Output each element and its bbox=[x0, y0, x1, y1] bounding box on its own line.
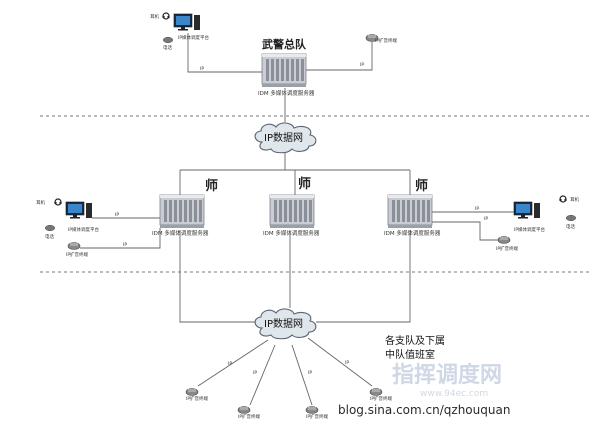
div-left-pc-icon bbox=[65, 201, 93, 219]
hq-telephone-icon bbox=[163, 37, 173, 43]
div-left-desk-label: IP媒体调度平台 bbox=[68, 226, 100, 233]
hq-link-left bbox=[187, 33, 262, 73]
hq-server-label: IDM 多媒体调度服务器 bbox=[258, 89, 315, 97]
div-right-desk-label: IP媒体调度平台 bbox=[514, 226, 546, 233]
division-left-terminals: 耳机 IP媒体调度平台 电话 IP扩音终端 IP IP bbox=[36, 198, 161, 258]
hq-server-icon bbox=[261, 53, 307, 88]
subunit-link-1-label: IP bbox=[228, 361, 232, 367]
subunit-link-4 bbox=[307, 337, 373, 387]
div1-to-cloud bbox=[179, 230, 255, 323]
div-right-pc-icon bbox=[513, 201, 541, 219]
div-right-headset-icon bbox=[558, 195, 568, 203]
div-right-link-pc-label: IP bbox=[475, 206, 479, 212]
division-1-label: 师 bbox=[205, 178, 218, 194]
div-left-link-term-label: IP bbox=[123, 242, 127, 248]
div-right-headset-label: 耳机 bbox=[570, 196, 579, 203]
subunit-link-3-label: IP bbox=[308, 370, 312, 376]
div-left-headset-label: 耳机 bbox=[36, 199, 45, 206]
div-right-ip-terminal-icon bbox=[497, 236, 511, 244]
ip-network-bottom: IP数据网 bbox=[254, 308, 317, 340]
subunit-link-3 bbox=[291, 344, 313, 406]
div-left-telephone-label: 电话 bbox=[45, 233, 54, 240]
blog-url: blog.sina.com.cn/qzhouquan bbox=[338, 403, 510, 417]
subunit-terminal-4-icon bbox=[369, 388, 383, 396]
subunits-label-line1: 各支队及下属 bbox=[385, 334, 445, 347]
hq-desk-label: IP媒体调度平台 bbox=[178, 34, 210, 41]
hq-headset-label: 耳机 bbox=[150, 13, 159, 20]
ip-network-top: IP数据网 bbox=[254, 122, 317, 154]
watermark-url: www.94ec.com bbox=[420, 389, 488, 399]
subunit-terminal-2-label: IP扩音终端 bbox=[238, 413, 261, 420]
div-right-telephone-label: 电话 bbox=[566, 223, 575, 230]
division-2-server-icon bbox=[269, 194, 315, 229]
subunit-link-1 bbox=[197, 339, 269, 387]
div-right-link-term bbox=[432, 221, 498, 241]
subunit-terminals: IP IP扩音终端 IP IP扩音终端 IP IP扩音终端 IP IP扩音终端 bbox=[185, 337, 393, 420]
div-right-link-term-label: IP bbox=[484, 216, 488, 222]
ip-network-top-label: IP数据网 bbox=[264, 131, 303, 144]
div-right-ip-terminal-label: IP扩音终端 bbox=[496, 245, 519, 252]
div-left-link-pc-label: IP bbox=[115, 212, 119, 218]
division-3: 师 IDM 多媒体调度服务器 bbox=[384, 178, 441, 237]
hq-title: 武警总队 bbox=[262, 37, 307, 51]
div-left-ip-terminal-label: IP扩音终端 bbox=[66, 251, 89, 258]
division-right-terminals: 耳机 IP媒体调度平台 电话 IP扩音终端 IP IP bbox=[432, 195, 579, 252]
hq-section: 武警总队 IDM 多媒体调度服务器 耳机 IP媒体调度平台 电话 IP IP扩音… bbox=[150, 12, 398, 97]
hq-headset-icon bbox=[161, 12, 171, 20]
watermark-brand: 指挥调度网 bbox=[392, 362, 502, 388]
subunit-terminal-3-icon bbox=[305, 406, 319, 414]
division-2: 师 IDM 多媒体调度服务器 bbox=[263, 176, 320, 237]
div-left-telephone-icon bbox=[45, 225, 55, 231]
subunit-terminal-1-label: IP扩音终端 bbox=[186, 395, 209, 402]
ip-network-bottom-label: IP数据网 bbox=[264, 317, 303, 330]
subunit-link-4-label: IP bbox=[345, 360, 349, 366]
subunit-terminal-4-label: IP扩音终端 bbox=[370, 395, 393, 402]
hq-link-left-label: IP bbox=[200, 66, 204, 72]
subunit-terminal-1-icon bbox=[185, 388, 199, 396]
division-2-label: 师 bbox=[298, 176, 311, 192]
div-left-ip-terminal-icon bbox=[67, 242, 81, 250]
hq-telephone-label: 电话 bbox=[163, 44, 172, 51]
div3-to-cloud bbox=[316, 230, 411, 323]
division-1: 师 IDM 多媒体调度服务器 bbox=[152, 178, 218, 237]
div-left-link-term bbox=[80, 228, 161, 249]
hq-pc-icon bbox=[173, 13, 201, 31]
subunit-terminal-2-icon bbox=[237, 406, 251, 414]
subunit-link-2 bbox=[249, 344, 276, 406]
hq-link-right-label: IP bbox=[360, 62, 364, 68]
division-3-server-label: IDM 多媒体调度服务器 bbox=[384, 229, 441, 237]
subunits-label-line2: 中队值班室 bbox=[385, 348, 435, 361]
subunit-link-2-label: IP bbox=[253, 370, 257, 376]
subunit-terminal-3-label: IP扩音终端 bbox=[306, 413, 329, 420]
division-3-server-icon bbox=[387, 194, 433, 229]
division-3-label: 师 bbox=[415, 178, 428, 194]
division-2-server-label: IDM 多媒体调度服务器 bbox=[263, 229, 320, 237]
div-right-telephone-icon bbox=[566, 215, 576, 221]
division-1-server-icon bbox=[159, 194, 205, 229]
div-left-headset-icon bbox=[53, 198, 63, 206]
hq-ip-terminal-label: IP扩音终端 bbox=[375, 37, 398, 44]
hq-link-right bbox=[306, 42, 373, 71]
